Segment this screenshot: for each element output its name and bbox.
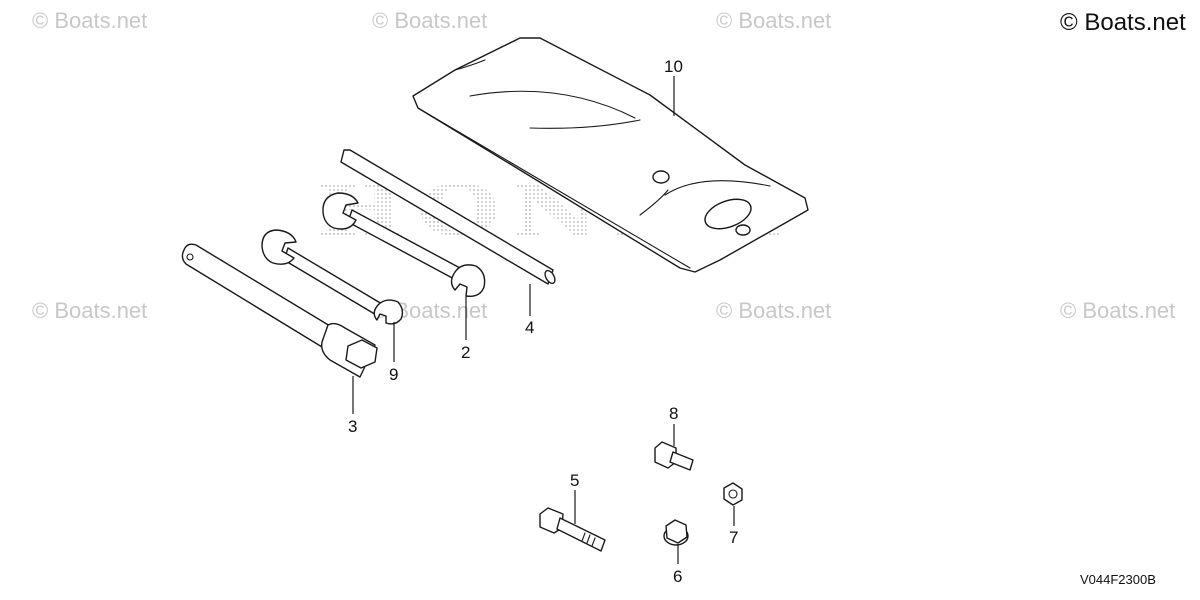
wrench-part-9 (261, 229, 404, 325)
bolt-part-5 (539, 507, 606, 552)
watermark-top-1: © Boats.net (32, 8, 147, 33)
flange-nut-part-6 (663, 519, 689, 546)
rod-part-4 (340, 149, 556, 285)
callout-8: 8 (669, 404, 678, 423)
watermark-mid-3: © Boats.net (716, 298, 831, 323)
callout-5: 5 (570, 471, 579, 490)
callout-2: 2 (461, 343, 470, 362)
callout-4: 4 (525, 318, 534, 337)
watermark-mid-4: © Boats.net (1060, 298, 1175, 323)
callout-9: 9 (389, 365, 398, 384)
watermark-top-2: © Boats.net (372, 8, 487, 33)
watermark-top-main: © Boats.net (1060, 9, 1186, 36)
diagram-code: V044F2300B (1080, 572, 1156, 587)
callout-3: 3 (348, 417, 357, 436)
box-spanner-part-3 (181, 243, 378, 378)
watermark-mid-1: © Boats.net (32, 298, 147, 323)
callout-7: 7 (729, 528, 738, 547)
tool-bag-part-10 (412, 37, 809, 273)
callout-6: 6 (673, 567, 682, 586)
nut-part-7 (723, 482, 743, 506)
watermark-top-3: © Boats.net (716, 8, 831, 33)
wrench-part-2 (322, 192, 486, 297)
flange-bolt-part-8 (654, 441, 694, 471)
callout-10: 10 (664, 57, 683, 76)
